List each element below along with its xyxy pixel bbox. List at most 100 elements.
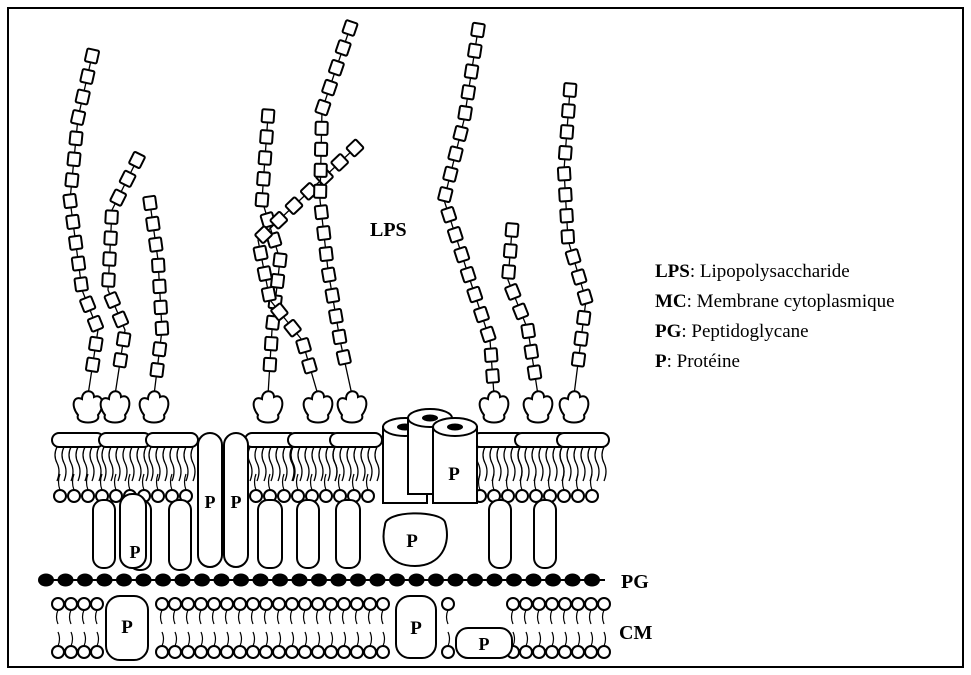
lps-sugar-unit	[315, 205, 328, 219]
cm-tail	[538, 610, 540, 624]
lipid-a-tail	[116, 447, 120, 481]
cm-head-bottom	[364, 646, 376, 658]
lipid-a-tail	[298, 447, 302, 481]
cm-head-bottom	[260, 646, 272, 658]
cm-tail	[252, 610, 254, 624]
cm-head-bottom	[598, 646, 610, 658]
phospholipid-tail	[87, 474, 89, 490]
cm-head-bottom	[442, 646, 454, 658]
phospholipid-tail	[325, 474, 327, 490]
lipid-a-tail	[602, 447, 606, 481]
lipid-a-tail	[525, 447, 529, 481]
cm-tail	[370, 632, 372, 646]
lipid-a-tail	[191, 447, 195, 481]
lps-sugar-unit	[320, 247, 333, 261]
lps-sugar-unit	[66, 215, 80, 229]
lipid-a-tail	[312, 447, 316, 481]
phospholipid-tail	[591, 474, 593, 490]
lps-sugar-unit	[467, 286, 482, 302]
cm-head-bottom	[377, 646, 389, 658]
lps-sugar-unit	[558, 167, 571, 181]
lps-sugar-unit	[572, 352, 586, 366]
lps-sugar-unit	[284, 319, 301, 337]
lipid-a-head	[146, 433, 198, 447]
lps-sugar-unit	[150, 363, 163, 377]
legend-text: : Membrane cytoplasmique	[687, 291, 895, 312]
cm-tail	[317, 610, 319, 624]
cm-head-bottom	[585, 646, 597, 658]
lps-sugar-unit	[69, 131, 82, 145]
lps-sugar-unit	[325, 288, 339, 303]
peptidoglycan-unit	[311, 574, 327, 587]
lps-label: LPS	[370, 219, 407, 241]
phospholipid-tail	[535, 474, 537, 490]
phospholipid-tail	[59, 474, 61, 490]
peptidoglycan-unit	[506, 574, 522, 587]
cm-tail	[58, 632, 60, 646]
peptidoglycan-unit	[584, 574, 600, 587]
phospholipid-head	[152, 490, 164, 502]
cm-tail	[382, 610, 384, 624]
lipid-a-tail	[83, 447, 87, 481]
lipid-a-tail	[326, 447, 330, 481]
cm-head-top	[364, 598, 376, 610]
lps-sugar-unit	[441, 207, 456, 223]
legend-item-pg: PG: Peptidoglycane	[655, 321, 809, 342]
cm-tail	[213, 610, 215, 624]
lipid-a-tail	[347, 447, 351, 481]
lipoprotein	[93, 500, 115, 568]
peptidoglycan-layer	[38, 574, 605, 587]
phospholipid-tail	[493, 474, 495, 490]
cm-head-top	[559, 598, 571, 610]
phospholipid-head	[82, 490, 94, 502]
lipid-a-tail	[62, 447, 66, 481]
cm-head-bottom	[572, 646, 584, 658]
lps-sugar-unit	[315, 143, 327, 156]
lps-sugar-unit	[67, 152, 80, 166]
lps-sugar-unit	[559, 188, 572, 202]
lps-sugar-unit	[465, 64, 479, 79]
lps-sugar-unit	[505, 284, 521, 301]
cm-head-top	[442, 598, 454, 610]
cm-tail	[330, 610, 332, 624]
cm-tail	[564, 610, 566, 624]
cm-head-bottom	[520, 646, 532, 658]
phospholipid-head	[586, 490, 598, 502]
phospholipid-tail	[73, 474, 75, 490]
phospholipid-head	[572, 490, 584, 502]
lipid-a-tail	[368, 447, 372, 481]
cm-head-top	[520, 598, 532, 610]
legend-item-p: P: Protéine	[655, 351, 740, 372]
peptidoglycan-unit	[467, 574, 483, 587]
lps-sugar-unit	[113, 353, 127, 368]
cm-head-top	[169, 598, 181, 610]
phospholipid-head	[362, 490, 374, 502]
cm-head-bottom	[221, 646, 233, 658]
lps-sugar-unit	[146, 217, 160, 232]
cm-tail	[356, 610, 358, 624]
peptidoglycan-unit	[155, 574, 171, 587]
lps-sugar-unit	[577, 289, 592, 305]
cm-head-bottom	[234, 646, 246, 658]
cm-head-bottom	[299, 646, 311, 658]
phospholipid-tail	[185, 474, 187, 490]
cm-head-bottom	[351, 646, 363, 658]
lps-sugar-unit	[85, 48, 100, 63]
lps-sugar-unit	[89, 337, 103, 352]
cm-tail	[291, 610, 293, 624]
lps-core	[304, 391, 333, 422]
lps-sugar-unit	[75, 89, 90, 104]
lps-sugar-unit	[72, 256, 86, 270]
lipoprotein	[336, 500, 360, 568]
cm-head-top	[598, 598, 610, 610]
lps-core	[480, 391, 509, 422]
cm-tail	[590, 610, 592, 624]
lps-sugar-unit	[154, 301, 167, 315]
lipoprotein	[489, 500, 511, 568]
cm-tail	[83, 610, 85, 624]
lipid-a-tail	[69, 447, 73, 481]
lps-sugar-unit	[152, 259, 165, 273]
phospholipid-tail	[549, 474, 551, 490]
cm-head-bottom	[273, 646, 285, 658]
lipid-a-tail	[539, 447, 543, 481]
